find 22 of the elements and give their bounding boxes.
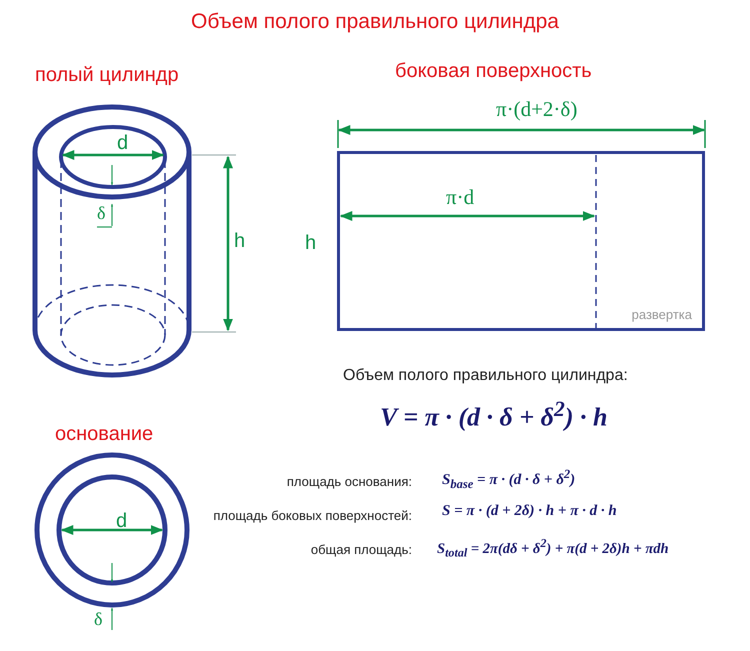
formula-caption: площадь основания: bbox=[286, 475, 412, 490]
dimension-label: π·(d+2·δ) bbox=[496, 98, 578, 122]
formula-caption: общая площадь: bbox=[310, 543, 412, 558]
section-heading: боковая поверхность bbox=[395, 60, 592, 82]
formula: S$_{base}$ = π · (d · δ + δ$^{2}$) bbox=[442, 468, 576, 492]
dimension-label: δ bbox=[94, 610, 102, 630]
dimension-label: h bbox=[305, 232, 316, 254]
dimension-label: π·d bbox=[446, 186, 474, 210]
formula: S$_{total}$ = 2π(dδ + δ$^{2}$) + π(d + 2δ)h + πdh bbox=[437, 537, 669, 560]
section-heading: основание bbox=[55, 423, 154, 445]
dimension-label: h bbox=[234, 230, 246, 252]
development-rectangle bbox=[337, 151, 705, 331]
section-heading: полый цилиндр bbox=[35, 64, 179, 86]
dimension-label: d bbox=[116, 510, 128, 532]
dimension-label: δ bbox=[97, 204, 106, 224]
title-text: Объем полого правильного цилиндра bbox=[190, 10, 560, 34]
dimension-label: d bbox=[117, 132, 128, 154]
formula-caption: площадь боковых поверхностей: bbox=[213, 509, 412, 524]
formula: S = π · (d + 2δ) · h + π · d · h bbox=[442, 503, 617, 520]
caption-text: развертка bbox=[632, 308, 692, 322]
formula: V = π · (d · δ + δ$^{2}$) · h bbox=[380, 398, 608, 432]
formula-heading: Объем полого правильного цилиндра: bbox=[343, 367, 628, 385]
